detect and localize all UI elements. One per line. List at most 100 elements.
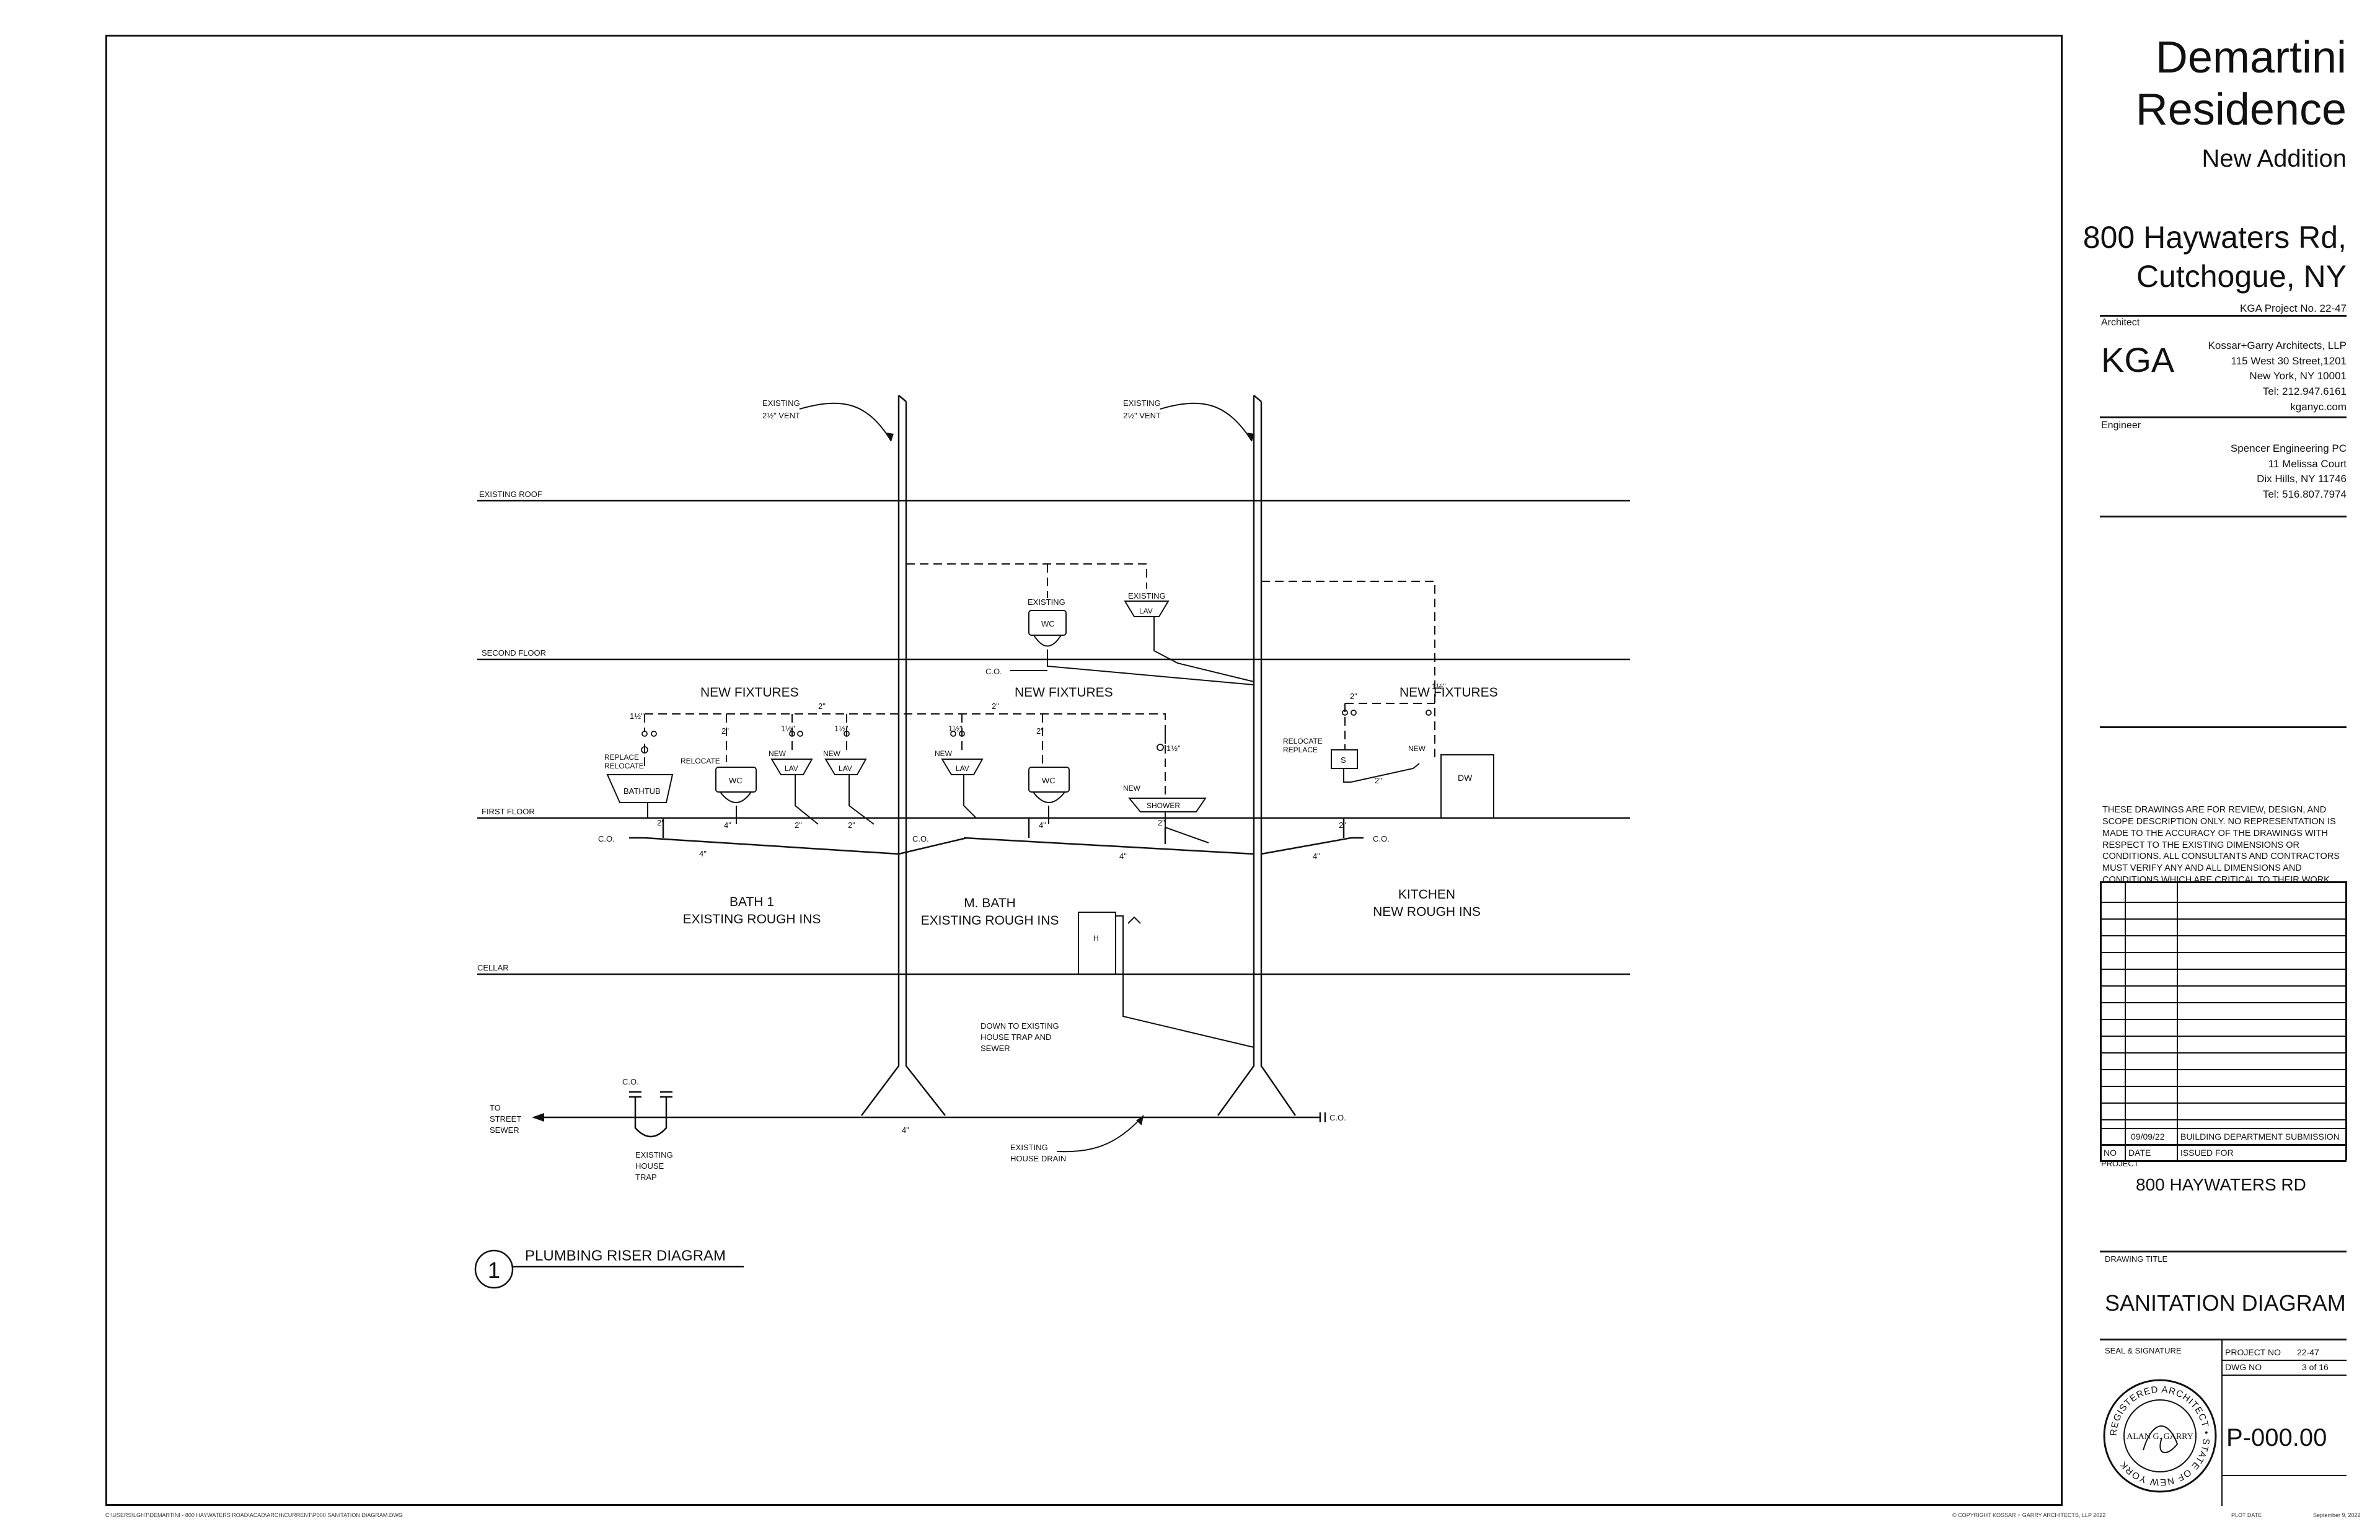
first-floor-drains [629, 818, 1364, 855]
svg-text:BATH 1: BATH 1 [729, 895, 774, 909]
svg-text:2½" VENT: 2½" VENT [1123, 411, 1161, 420]
kga-project-number: KGA Project No. 22-47 [2240, 302, 2347, 314]
svg-text:RELOCATE: RELOCATE [604, 762, 644, 770]
existing-lav-second-label: LAV [1139, 607, 1153, 615]
zone-labels: BATH 1 EXISTING ROUGH INS M. BATH EXISTI… [683, 887, 1481, 928]
existing-wc-second [1028, 610, 1254, 685]
svg-text:M. BATH: M. BATH [964, 896, 1016, 910]
vent-label-left: EXISTING 2½" VENT [762, 398, 800, 420]
engineer-info: Spencer Engineering PC 11 Melissa Court … [2230, 442, 2347, 500]
svg-text:RELOCATE: RELOCATE [681, 757, 720, 765]
level-first-label: FIRST FLOOR [482, 807, 535, 816]
svg-text:2": 2" [1339, 821, 1346, 830]
svg-text:NEW: NEW [1123, 784, 1141, 793]
caption-bubble [474, 1249, 514, 1289]
svg-text:H: H [1093, 934, 1099, 943]
seal-label: SEAL & SIGNATURE [2105, 1346, 2182, 1355]
main-stacks [861, 395, 1297, 1116]
footer-copyright: © COPYRIGHT KOSSAR + GARRY ARCHITECTS, L… [1952, 1512, 2106, 1518]
level-second-label: SECOND FLOOR [482, 648, 546, 658]
svg-text:DOWN TO EXISTING: DOWN TO EXISTING [981, 1021, 1059, 1031]
svg-text:DW: DW [1458, 773, 1473, 783]
co-kitchen: C.O. [1373, 834, 1390, 843]
engineer-label: Engineer [2101, 420, 2141, 431]
floor-labels: EXISTING ROOF SECOND FLOOR FIRST FLOOR C… [477, 490, 546, 972]
house-drain [532, 1091, 1326, 1138]
svg-text:WC: WC [729, 776, 743, 785]
svg-text:NEW: NEW [769, 749, 787, 758]
sheet-number: P-000.00 [2226, 1424, 2327, 1451]
project-no-label: PROJECT NO [2225, 1347, 2281, 1357]
architect-seal: REGISTERED ARCHITECT • STATE OF NEW YORK… [2103, 1379, 2217, 1493]
architect-label: Architect [2101, 317, 2140, 328]
footer-plot-date: September 9, 2022 [2313, 1512, 2361, 1518]
svg-text:LAV: LAV [956, 764, 969, 773]
vent-leader-left [799, 402, 892, 442]
svg-text:SEWER: SEWER [981, 1044, 1010, 1053]
project-name-line1: Demartini [2155, 33, 2347, 82]
existing-lav-note: EXISTING [1128, 591, 1166, 601]
vent-caps [641, 710, 1432, 754]
svg-text:LAV: LAV [839, 764, 852, 773]
drawing-title: SANITATION DIAGRAM [2105, 1290, 2346, 1316]
pipe-size-labels: 1½" 2" 2" 2" 1½" 1½" 1½" 2" 1½" 2" 1½" [630, 682, 1446, 753]
kitchen-sink [1331, 749, 1358, 783]
project-name-line2: Residence [2135, 85, 2347, 134]
svg-text:STREET: STREET [490, 1114, 521, 1124]
svg-text:EXISTING ROUGH INS: EXISTING ROUGH INS [683, 912, 821, 926]
svg-text:2": 2" [848, 821, 855, 830]
svg-text:RELOCATE: RELOCATE [1283, 737, 1323, 746]
svg-text:1½": 1½" [948, 724, 963, 733]
project-value: 800 HAYWATERS RD [2136, 1175, 2306, 1194]
svg-text:EXISTING: EXISTING [1010, 1143, 1048, 1152]
svg-text:4": 4" [699, 849, 707, 858]
disclaimer: THESE DRAWINGS ARE FOR REVIEW, DESIGN, A… [2102, 805, 2340, 886]
svg-text:KITCHEN: KITCHEN [1398, 887, 1455, 902]
revision-date: 09/09/22 [2131, 1132, 2165, 1142]
svg-text:TRAP: TRAP [635, 1173, 657, 1182]
level-roof-label: EXISTING ROOF [479, 490, 542, 499]
svg-text:EXISTING: EXISTING [635, 1150, 673, 1159]
lav-mbath [941, 759, 984, 819]
svg-text:REPLACE: REPLACE [604, 753, 639, 762]
address-line2: Cutchogue, NY [2136, 259, 2347, 294]
wc-mbath [1028, 767, 1070, 824]
wc-bath1 [715, 767, 757, 824]
footer-file-path: C:\USERS\LGHT\DEMARTINI - 800 HAYWATERS … [105, 1512, 403, 1518]
svg-text:2": 2" [1375, 776, 1382, 785]
level-cellar-label: CELLAR [477, 963, 509, 972]
dwg-no-label: DWG NO [2225, 1362, 2262, 1372]
svg-text:4": 4" [724, 821, 731, 830]
svg-text:2": 2" [721, 726, 729, 736]
architect-info: Kossar+Garry Architects, LLP 115 West 30… [2208, 340, 2347, 413]
new-fixtures-headers: NEW FIXTURES NEW FIXTURES NEW FIXTURES [700, 685, 1498, 700]
co-second: C.O. [985, 667, 1002, 676]
svg-text:NEW: NEW [1408, 744, 1426, 753]
svg-text:HOUSE TRAP AND: HOUSE TRAP AND [981, 1032, 1051, 1042]
co-trap: C.O. [622, 1077, 639, 1086]
revision-header-issued: ISSUED FOR [2180, 1148, 2234, 1158]
svg-text:2½" VENT: 2½" VENT [762, 411, 800, 420]
bathtub [606, 774, 674, 818]
floor-lines [477, 499, 1630, 975]
dwg-no-value: 3 of 16 [2302, 1362, 2329, 1372]
svg-text:2": 2" [992, 702, 999, 711]
co-mbath: C.O. [912, 834, 929, 843]
svg-text:NEW FIXTURES: NEW FIXTURES [1015, 685, 1113, 700]
svg-text:NEW: NEW [935, 749, 953, 758]
existing-wc-second-label: WC [1041, 619, 1055, 628]
existing-wc-note: EXISTING [1028, 597, 1065, 607]
water-heater [1078, 912, 1254, 1048]
svg-text:2": 2" [1036, 726, 1044, 736]
plumbing-riser-diagram: EXISTING ROOF SECOND FLOOR FIRST FLOOR C… [474, 395, 1630, 1289]
revision-header-no: NO [2104, 1148, 2117, 1158]
svg-text:2": 2" [818, 702, 826, 711]
vent-piping [644, 563, 1435, 799]
svg-text:1½": 1½" [834, 724, 848, 733]
svg-text:ALAN G. GARRY: ALAN G. GARRY [2127, 1432, 2193, 1441]
svg-text:4": 4" [1039, 821, 1046, 830]
svg-text:NEW ROUGH INS: NEW ROUGH INS [1373, 905, 1481, 919]
svg-text:2": 2" [795, 821, 802, 830]
svg-text:1½": 1½" [781, 724, 795, 733]
svg-text:EXISTING ROUGH INS: EXISTING ROUGH INS [921, 913, 1059, 928]
